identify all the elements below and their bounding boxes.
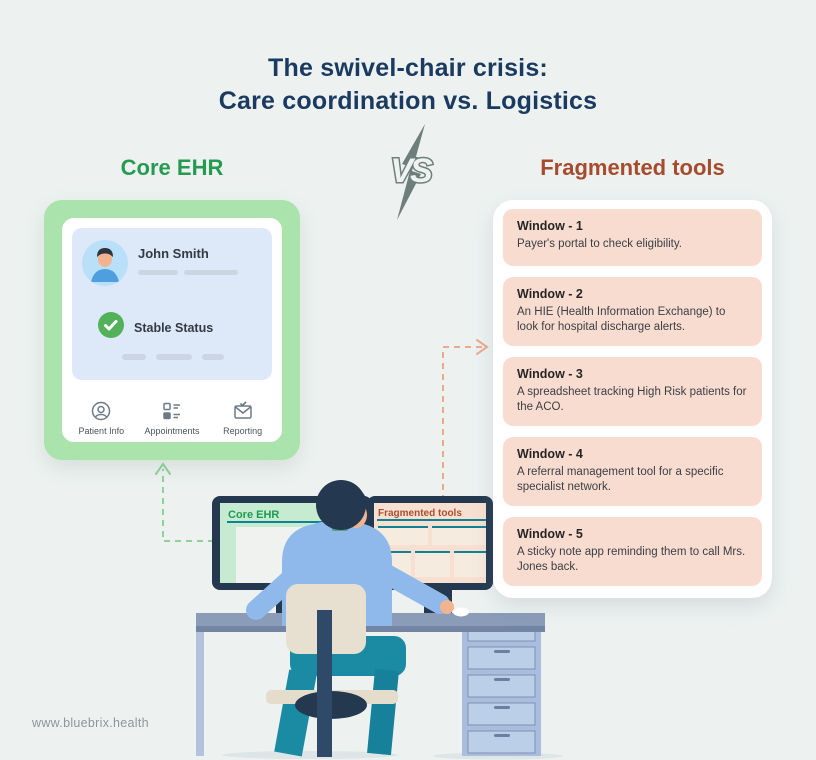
window-item-3: Window - 3 A spreadsheet tracking High R…: [503, 357, 762, 426]
page-title: The swivel-chair crisis: Care coordinati…: [0, 52, 816, 118]
floor-shadow: [433, 752, 563, 760]
ehr-nav-bar: Patient Info Appointments: [62, 400, 282, 436]
floor-shadow: [222, 751, 398, 759]
window-item-2: Window - 2 An HIE (Health Information Ex…: [503, 277, 762, 346]
desk: [196, 613, 545, 756]
window-title: Window - 4: [517, 447, 583, 461]
core-ehr-heading: Core EHR: [120, 155, 224, 180]
nav-item-reporting: Reporting: [210, 400, 276, 436]
window-item-4: Window - 4 A referral management tool fo…: [503, 437, 762, 506]
fragmented-tools-heading: Fragmented tools: [540, 155, 725, 180]
person-at-desk: [246, 480, 469, 757]
hair: [316, 480, 366, 530]
left-leg: [274, 669, 317, 757]
chair-seat: [295, 691, 367, 719]
footer-url: www.bluebrix.health: [32, 716, 149, 730]
hand: [440, 600, 454, 614]
placeholder-bar: [122, 354, 146, 360]
nav-label: Patient Info: [78, 426, 125, 436]
ehr-app-window: John Smith Stable Status: [62, 218, 282, 442]
window-title: Window - 1: [517, 219, 583, 233]
right-leg: [367, 668, 399, 756]
window-item-5: Window - 5 A sticky note app reminding t…: [503, 517, 762, 586]
placeholder-bar: [138, 270, 178, 275]
fragmented-tools-monitor: Fragmented tools: [367, 496, 493, 615]
patient-summary-panel: John Smith Stable Status: [72, 228, 272, 380]
nav-label: Reporting: [223, 426, 263, 436]
title-line-2: Care coordination vs. Logistics: [218, 87, 598, 115]
chair-base: [266, 690, 398, 704]
nav-item-patient-info: Patient Info: [68, 400, 134, 436]
vs-label: VS: [390, 152, 433, 190]
window-description: A sticky note app reminding them to call…: [517, 546, 746, 573]
window-description: A spreadsheet tracking High Risk patient…: [517, 386, 747, 413]
status-badge: Stable Status: [134, 320, 214, 335]
core-ehr-monitor-label: Core EHR: [228, 509, 279, 521]
patient-name: John Smith: [138, 246, 209, 261]
core-ehr-monitor: Core EHR: [212, 496, 372, 615]
core-ehr-card: John Smith Stable Status: [44, 200, 300, 460]
check-icon: [98, 312, 124, 343]
placeholder-bar: [202, 354, 224, 360]
placeholder-bar: [184, 270, 238, 275]
peach-dashed-arrow: [442, 339, 489, 512]
status-row: Stable Status: [98, 312, 213, 343]
hips: [290, 636, 406, 676]
vs-bolt-icon: VS: [374, 124, 446, 220]
head: [345, 502, 367, 528]
window-description: Payer's portal to check eligibility.: [517, 238, 682, 250]
chair-backrest: [286, 584, 366, 654]
fragmented-tools-card: Window - 1 Payer's portal to check eligi…: [493, 200, 772, 598]
mouse: [453, 607, 469, 617]
placeholder-bar: [156, 354, 192, 360]
nav-item-appointments: Appointments: [139, 400, 205, 436]
nav-label: Appointments: [144, 426, 200, 436]
green-dashed-arrow: [155, 462, 214, 542]
patient-avatar: [82, 240, 128, 286]
window-item-1: Window - 1 Payer's portal to check eligi…: [503, 209, 762, 266]
board-list-icon: [161, 400, 183, 422]
person-circle-icon: [90, 400, 112, 422]
window-title: Window - 3: [517, 367, 583, 381]
window-title: Window - 2: [517, 287, 583, 301]
title-line-1: The swivel-chair crisis:: [268, 54, 548, 82]
window-title: Window - 5: [517, 527, 583, 541]
drawer-unit: [462, 613, 541, 756]
fragmented-tools-monitor-label: Fragmented tools: [378, 508, 462, 519]
chair-post: [317, 610, 332, 757]
window-description: An HIE (Health Information Exchange) to …: [517, 306, 726, 333]
envelope-check-icon: [232, 400, 254, 422]
window-description: A referral management tool for a specifi…: [517, 466, 724, 493]
